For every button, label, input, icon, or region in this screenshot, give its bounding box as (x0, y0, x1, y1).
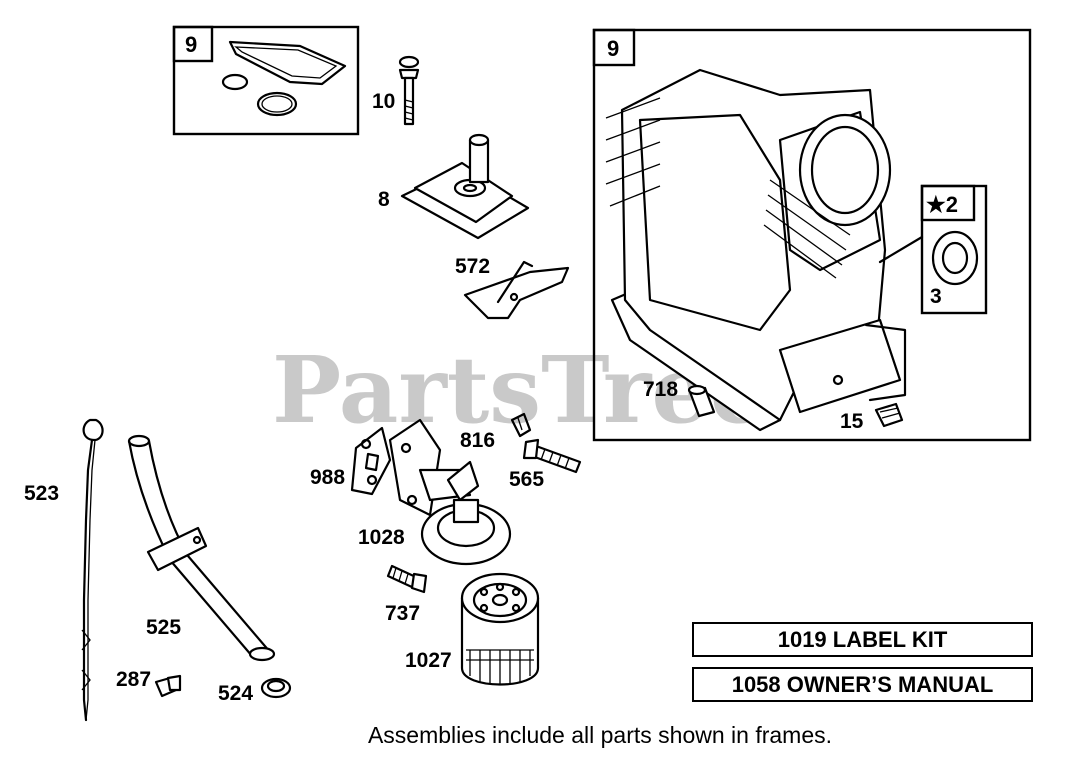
callout-988[interactable]: 988 (310, 466, 345, 489)
callout-523[interactable]: 523 (24, 482, 59, 505)
clip-572[interactable] (463, 260, 570, 320)
cover-gasket (228, 40, 347, 86)
callout-565[interactable]: 565 (509, 468, 544, 491)
callout-3[interactable]: 3 (930, 285, 942, 308)
filter-adapter-1028[interactable] (388, 418, 512, 566)
frame-2-number: ★2 (926, 192, 958, 217)
plug-15[interactable] (874, 402, 904, 428)
assemblies-footnote: Assemblies include all parts shown in fr… (367, 722, 833, 748)
callout-1027[interactable]: 1027 (405, 649, 452, 672)
callout-737[interactable]: 737 (385, 602, 420, 625)
frame-1[interactable]: 9 718 15 ★2 (592, 28, 1032, 442)
frame-1-number: 9 (607, 36, 619, 61)
bolt-737[interactable] (386, 564, 428, 594)
label-kit-box[interactable]: 1019 LABEL KIT (692, 622, 1033, 657)
callout-525[interactable]: 525 (146, 616, 181, 639)
screw-287[interactable] (154, 674, 182, 698)
callout-572[interactable]: 572 (455, 255, 490, 278)
callout-8[interactable]: 8 (378, 188, 390, 211)
owners-manual-box[interactable]: 1058 OWNER’S MANUAL (692, 667, 1033, 702)
dowel-718[interactable] (687, 384, 716, 418)
callout-287[interactable]: 287 (116, 668, 151, 691)
callout-816[interactable]: 816 (460, 429, 495, 452)
callout-15[interactable]: 15 (840, 410, 864, 433)
oil-seal-3 (931, 230, 979, 286)
stud-565[interactable] (522, 438, 582, 474)
callout-1028[interactable]: 1028 (358, 526, 405, 549)
washer-816[interactable] (510, 412, 532, 438)
breather-cover-8[interactable] (400, 133, 530, 240)
frame-9[interactable]: 9 (172, 25, 360, 136)
dipstick-523[interactable] (81, 418, 104, 722)
o-ring-small (221, 73, 249, 91)
bolt-10[interactable] (398, 55, 420, 126)
callout-718[interactable]: 718 (643, 378, 678, 401)
frame-9-number: 9 (185, 32, 197, 57)
dipstick-tube-525[interactable] (127, 434, 276, 662)
callout-10[interactable]: 10 (372, 90, 395, 113)
frame-2[interactable]: ★2 3 (878, 184, 988, 315)
o-ring-large (256, 91, 298, 117)
callout-524[interactable]: 524 (218, 682, 253, 705)
oil-filter-1027[interactable] (460, 572, 540, 686)
cylinder-block (605, 68, 907, 432)
plug-524[interactable] (260, 677, 292, 699)
gasket-988[interactable] (350, 426, 392, 496)
